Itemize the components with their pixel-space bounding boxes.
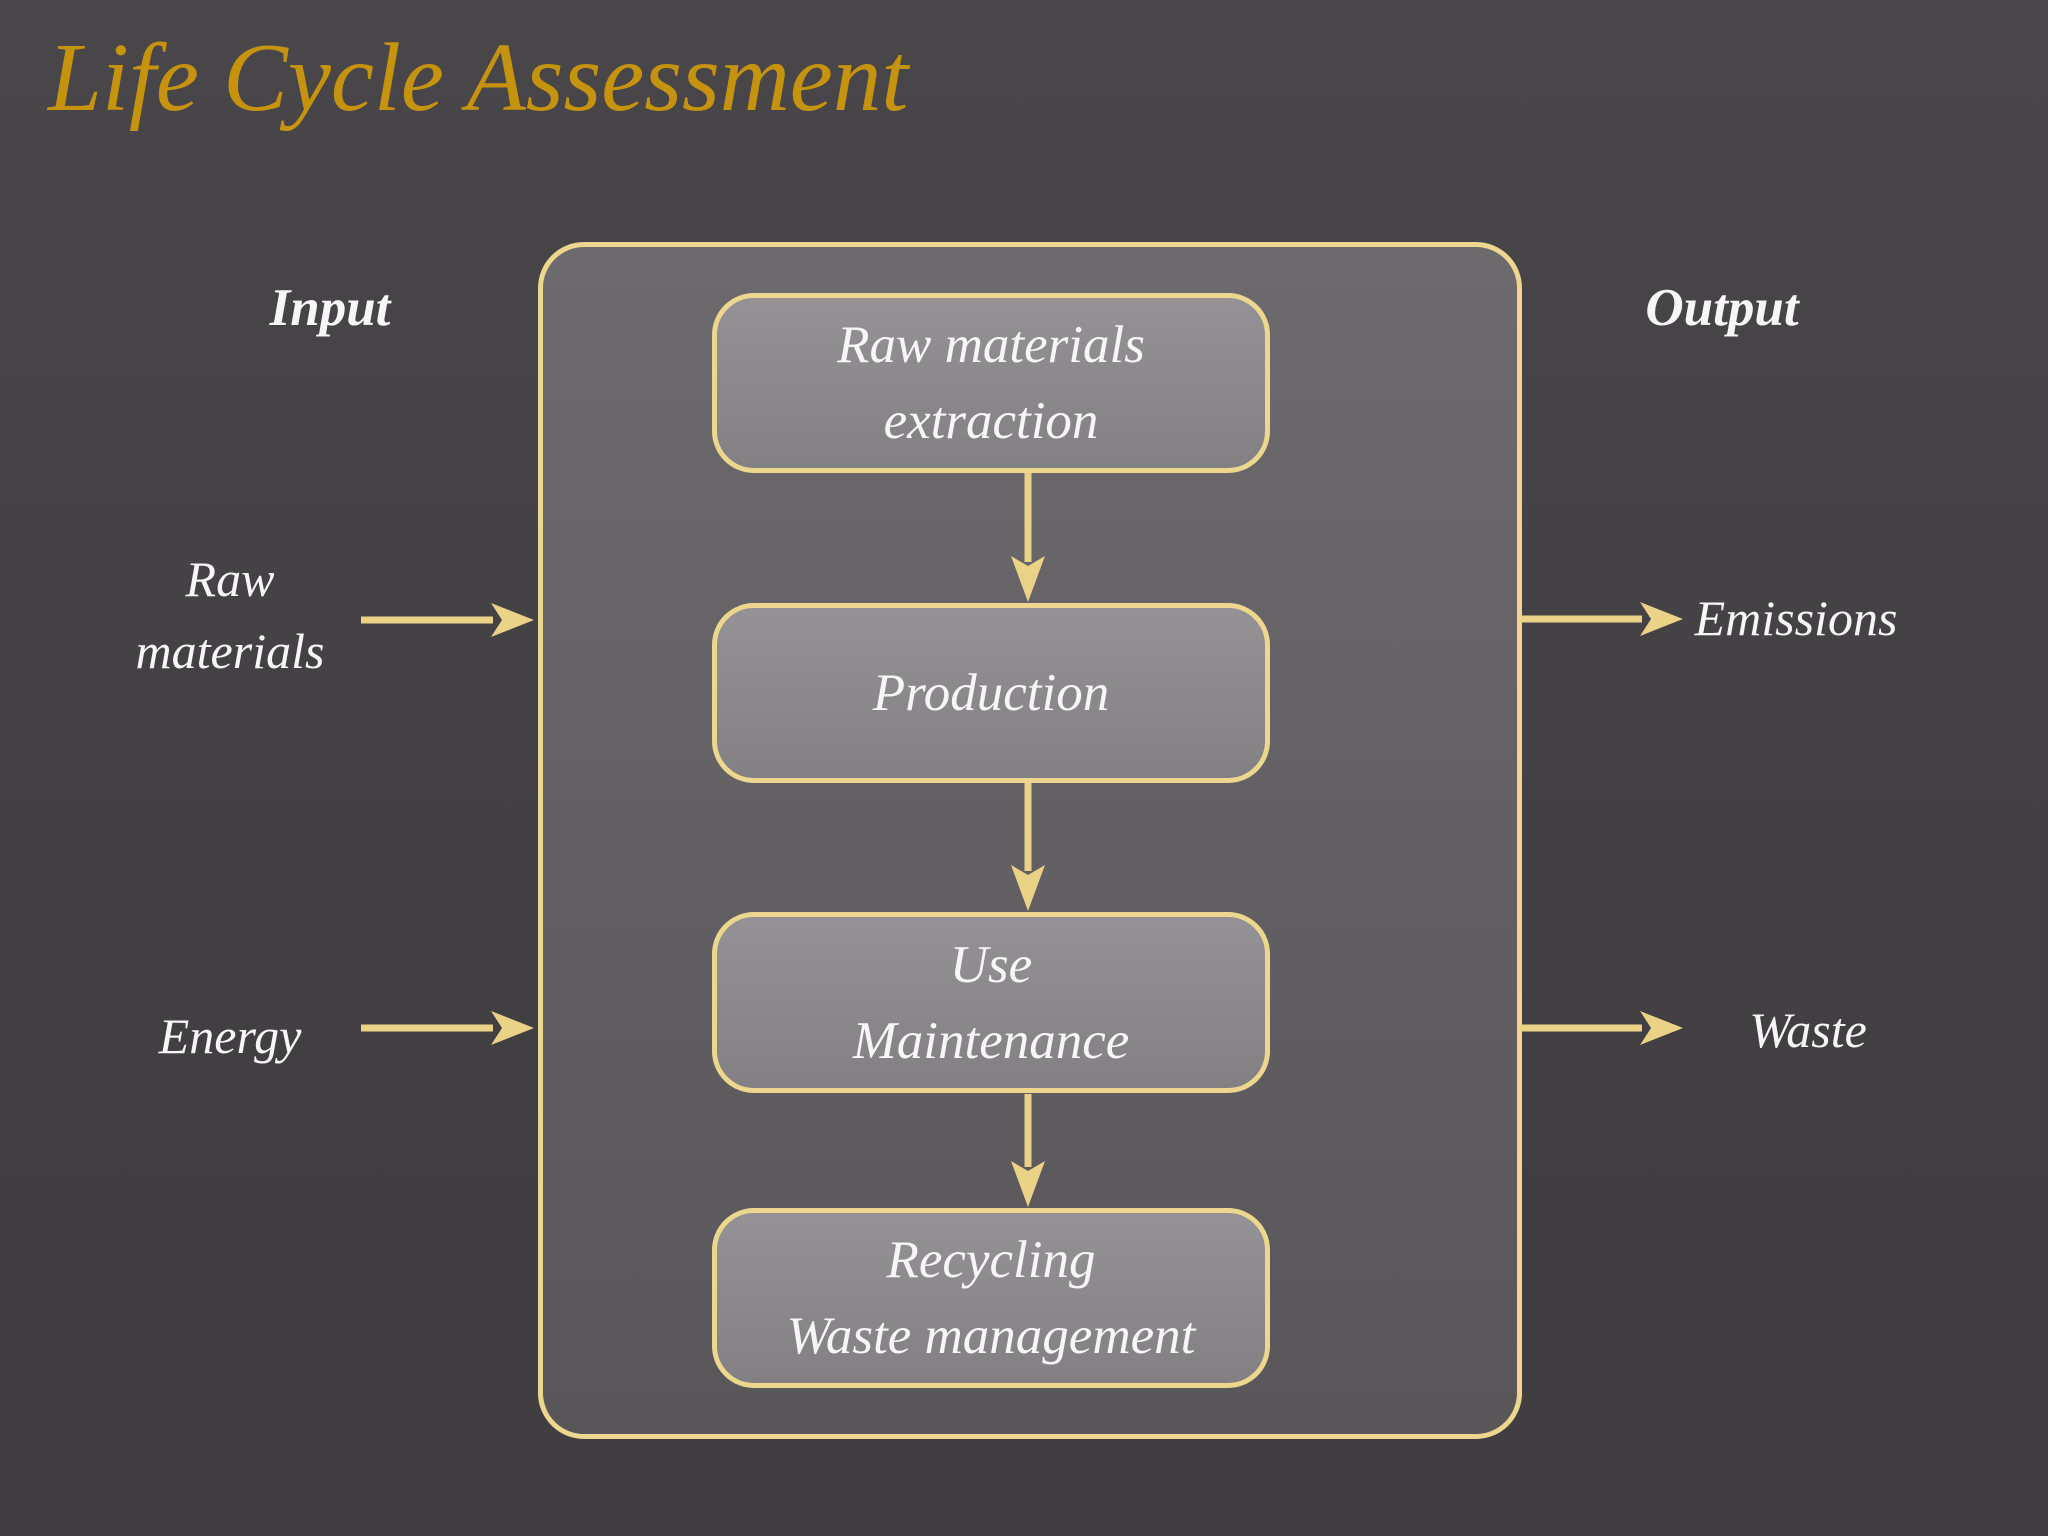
input-label-line: Raw [185, 551, 275, 607]
output-label-emissions: Emissions [1694, 590, 1898, 646]
arrow-down-icon [1011, 473, 1045, 602]
input-label-line: materials [135, 623, 325, 679]
input-label-raw-materials: Raw materials [136, 543, 325, 687]
arrow-right-icon [361, 603, 534, 637]
stage-box-raw-materials-extraction: Raw materials extraction [712, 293, 1270, 473]
output-label-waste: Waste [1749, 1002, 1867, 1058]
stage-box-recycling-waste-management: Recycling Waste management [712, 1208, 1270, 1388]
slide-title: Life Cycle Assessment [48, 24, 909, 131]
stage-label-line: Production [872, 664, 1110, 722]
stage-label-line: Maintenance [852, 1011, 1130, 1070]
arrow-down-icon [1011, 1094, 1045, 1207]
arrow-right-icon [361, 1011, 534, 1045]
input-heading: Input [269, 279, 391, 337]
stage-label-line: Use [949, 935, 1033, 994]
stage-label-line: extraction [883, 392, 1099, 450]
stage-box-use-maintenance: Use Maintenance [712, 912, 1270, 1093]
stage-label-line: Waste management [786, 1307, 1196, 1365]
stage-label-line: Recycling [886, 1231, 1096, 1289]
input-label-energy: Energy [158, 1008, 302, 1064]
stage-label-line: Raw materials [837, 316, 1145, 374]
arrow-right-icon [1520, 602, 1683, 636]
arrow-right-icon [1520, 1011, 1683, 1045]
arrow-down-icon [1011, 783, 1045, 911]
output-heading: Output [1645, 279, 1799, 337]
stage-box-production: Production [712, 603, 1270, 783]
